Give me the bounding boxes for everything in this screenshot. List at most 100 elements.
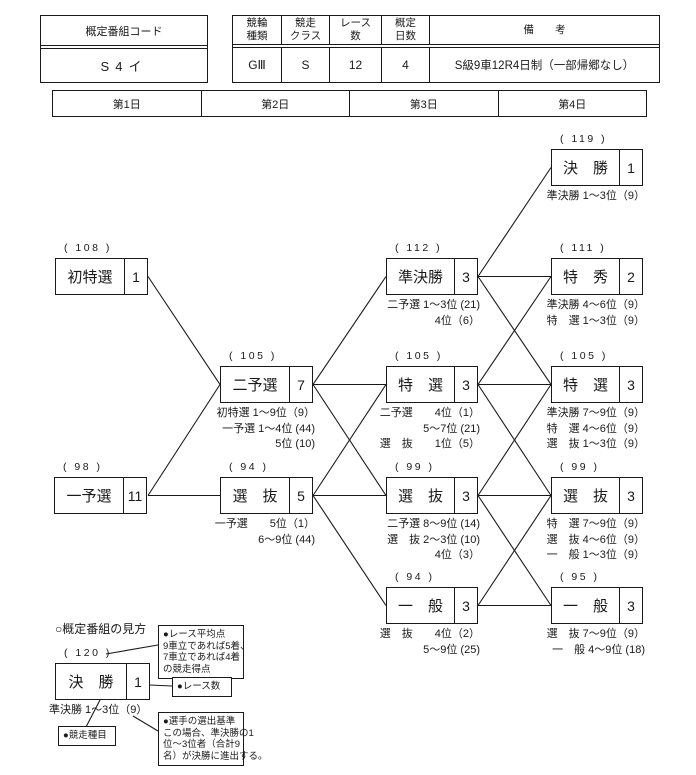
box-shotokusen: ( 108 ) 初特選 1 <box>55 242 148 295</box>
remarks-value: S級9車12R4日制（一部帰郷なし） <box>454 60 635 72</box>
box-niyosen: ( 105 ) 二予選 7 初特選 1～9位（9） 一予選 1～4位 (44) … <box>217 350 315 450</box>
box-tokusen-day3: ( 105 ) 特 選 3 二予選 4位（1） 5～7位 (21) 選 抜 1位… <box>380 350 480 450</box>
header-line: 日数 <box>395 30 416 42</box>
day-1-header: 第1日 <box>53 91 202 116</box>
legend-callout-selection-criteria: ●選手の選出基準 この場合、準決勝の1 位～3位者（合計9 名）が決勝に進出する… <box>158 712 268 766</box>
header-line: 概定 <box>395 17 416 29</box>
header-line: 数 <box>350 30 361 42</box>
col-header-days: 概定 日数 <box>382 16 430 44</box>
race-stage-label: 二予選 <box>232 377 278 394</box>
box-ippan-day3: ( 94 ) 一 般 3 選 抜 4位（2） 5～9位 (25) <box>380 571 480 656</box>
race-stage-label: 一予選 <box>66 488 112 505</box>
race-count: 1 <box>124 259 147 294</box>
col-header-race-count: レース 数 <box>330 16 382 44</box>
note-line: 4位（3） <box>434 549 480 561</box>
qualification-notes: 準決勝 1～3位（9） <box>49 703 147 719</box>
note-line: 5～7位 (21) <box>423 422 480 435</box>
note-line: 初特選 1～9位（9） <box>216 407 315 419</box>
race-stage-label: 決 勝 <box>68 674 114 691</box>
days-value: 4 <box>382 48 430 82</box>
header-line: 競輪 <box>246 17 268 29</box>
legend-callout-line <box>132 715 159 732</box>
note-line: 準決勝 7～9位（9） <box>546 407 645 419</box>
callout-line: ●レース数 <box>177 681 221 692</box>
note-line: 一 般 1～3位（9） <box>546 549 645 561</box>
header-line: レース <box>340 17 371 29</box>
legend-callout-line <box>105 644 159 655</box>
legend-callout-event-type: ●競走種目 <box>58 726 116 746</box>
qualification-notes: 選 抜 7～9位（9） 一 般 4～9位 (18) <box>547 627 645 658</box>
callout-line: ●選手の選出基準 <box>163 716 236 727</box>
race-count: 1 <box>126 664 149 699</box>
race-stage-label: 初特選 <box>67 269 113 286</box>
note-line: 一予選 1～4位 (44) <box>222 422 315 435</box>
qualification-notes: 二予選 4位（1） 5～7位 (21) 選 抜 1位（5） <box>380 406 480 453</box>
box-tokushu: ( 111 ) 特 秀 2 準決勝 4～6位（9） 特 選 1～3位（9） <box>547 242 645 327</box>
connector-lines-group <box>85 167 552 732</box>
box-senbatsu-day4: ( 99 ) 選 抜 3 特 選 7～9位（9） 選 抜 4～6位（9） 一 般… <box>547 461 645 561</box>
race-count: 1 <box>619 150 642 185</box>
qualification-notes: 初特選 1～9位（9） 一予選 1～4位 (44) 5位 (10) <box>217 406 315 453</box>
note-line: 特 選 7～9位（9） <box>546 518 645 530</box>
callout-line: の競走得点 <box>163 663 211 675</box>
race-count: 2 <box>619 259 642 294</box>
program-code-header: 概定番組コード <box>85 25 163 38</box>
race-code-label: ( 99 ) <box>395 461 435 473</box>
box-senbatsu-day3: ( 99 ) 選 抜 3 二予選 8～9位 (14) 選 抜 2～3位 (10)… <box>386 461 480 561</box>
race-count: 3 <box>454 588 477 623</box>
col-header-remarks: 備 考 <box>430 16 659 44</box>
connector-line <box>477 167 552 277</box>
qualification-notes: 準決勝 7～9位（9） 特 選 4～6位（9） 選 抜 1～3位（9） <box>547 406 645 453</box>
callout-line: 名）が決勝に進出する。 <box>163 750 268 762</box>
connector-line <box>477 276 552 385</box>
race-code-label: ( 120 ) <box>64 647 112 659</box>
header-line: 備 考 <box>523 23 566 36</box>
connector-line <box>147 384 221 496</box>
box-senbatsu-day2: ( 94 ) 選 抜 5 一予選 5位（1） 6～9位 (44) <box>215 461 315 546</box>
race-code-label: ( 95 ) <box>560 571 600 583</box>
race-code-label: ( 94 ) <box>395 571 435 583</box>
connector-line <box>477 495 552 606</box>
qualification-notes: 準決勝 4～6位（9） 特 選 1～3位（9） <box>547 298 645 329</box>
race-count-value: 12 <box>330 48 382 82</box>
race-code-label: ( 112 ) <box>395 242 443 254</box>
header-line: 種類 <box>246 30 268 42</box>
box-junkessho: ( 112 ) 準決勝 3 二予選 1～3位 (21) 4位（6） <box>386 242 480 327</box>
race-code-label: ( 105 ) <box>395 350 443 362</box>
race-stage-label: 選 抜 <box>397 488 443 505</box>
connector-line <box>312 384 387 496</box>
note-line: 一予選 5位（1） <box>214 518 315 530</box>
note-line: 二予選 4位（1） <box>379 407 480 419</box>
race-count: 3 <box>454 478 477 513</box>
legend-sample-box: ( 120 ) 決 勝 1 準決勝 1～3位（9） <box>49 647 150 716</box>
callout-line: 位～3位者（合計9 <box>163 739 241 750</box>
race-stage-label: 選 抜 <box>232 488 278 505</box>
race-count: 11 <box>123 478 146 513</box>
race-code-label: ( 105 ) <box>560 350 608 362</box>
note-line: 選 抜 7～9位（9） <box>546 628 645 640</box>
box-ichiyosen: ( 98 ) 一予選 11 <box>54 461 147 514</box>
race-count: 3 <box>454 367 477 402</box>
callout-line: この場合、準決勝の1 <box>163 727 254 739</box>
race-code-label: ( 119 ) <box>560 133 608 145</box>
race-code-label: ( 98 ) <box>63 461 103 473</box>
race-stage-label: 決 勝 <box>562 160 608 177</box>
qualification-notes: 選 抜 4位（2） 5～9位 (25) <box>380 627 480 658</box>
race-stage-label: 特 秀 <box>562 269 608 286</box>
race-code-label: ( 108 ) <box>64 242 112 254</box>
legend-callout-average-points: ●レース平均点 9車立であれば5着、 7車立であれば4着 の競走得点 <box>158 625 249 679</box>
note-line: 二予選 8～9位 (14) <box>387 518 480 530</box>
race-info-table: 競輪 種類 競走 クラス レース 数 概定 日数 備 考 GⅢ S 12 4 <box>232 15 660 83</box>
note-line: 特 選 1～3位（9） <box>546 314 645 327</box>
connector-line <box>312 495 387 606</box>
note-line: 準決勝 1～3位（9） <box>49 704 148 716</box>
note-line: 準決勝 4～6位（9） <box>546 299 645 311</box>
race-count: 3 <box>619 588 642 623</box>
race-count: 3 <box>619 367 642 402</box>
connector-line <box>312 276 387 385</box>
race-stage-label: 特 選 <box>562 377 608 394</box>
box-tokusen-day4: ( 105 ) 特 選 3 準決勝 7～9位（9） 特 選 4～6位（9） 選 … <box>547 350 645 450</box>
race-count: 5 <box>289 478 312 513</box>
